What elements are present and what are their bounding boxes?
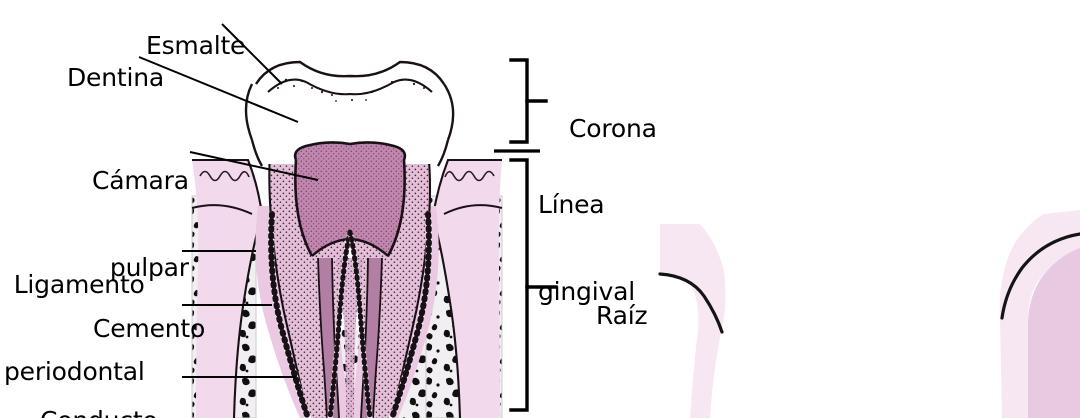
label-linea-gingival: Línea gingival bbox=[538, 132, 635, 364]
label-dentina-line-1: Dentina bbox=[67, 63, 164, 92]
label-camara-pulpar-line-2: pulpar bbox=[109, 253, 189, 282]
label-linea-gingival-line-2: gingival bbox=[538, 277, 635, 306]
bracket-corona bbox=[509, 58, 548, 144]
leader-lines bbox=[138, 23, 319, 378]
bracket-raiz bbox=[509, 158, 558, 412]
label-linea-gingival-line-1: Línea bbox=[538, 190, 605, 219]
label-cemento: Cemento bbox=[62, 285, 205, 372]
label-corona-line-1: Corona bbox=[569, 114, 657, 143]
label-ligamento-periodontal-line-1: Ligamento bbox=[13, 270, 145, 299]
leader-esmalte bbox=[221, 23, 283, 85]
label-dentina: Dentina bbox=[36, 34, 164, 121]
enamel bbox=[244, 60, 455, 167]
label-ligamento-periodontal-line-2: periodontal bbox=[4, 357, 145, 386]
label-esmalte-line-1: Esmalte bbox=[146, 31, 246, 60]
gingiva bbox=[191, 158, 503, 418]
leader-dentina bbox=[138, 56, 299, 123]
label-raiz-line-1: Raíz bbox=[596, 301, 648, 330]
label-conducto-radicular-line-1: Conducto bbox=[40, 406, 158, 418]
leader-camara-pulpar bbox=[189, 151, 319, 181]
label-cemento-line-1: Cemento bbox=[93, 314, 206, 343]
label-esmalte: Esmalte bbox=[115, 2, 245, 89]
label-raiz: Raíz bbox=[565, 272, 648, 359]
cementum bbox=[268, 211, 432, 418]
fragment-left bbox=[658, 224, 726, 418]
fragment-right bbox=[999, 210, 1080, 418]
label-corona: Corona bbox=[538, 85, 657, 172]
label-conducto-radicular: Conducto radicular bbox=[40, 348, 158, 418]
label-ligamento-periodontal: Ligamento periodontal bbox=[4, 212, 145, 418]
label-camara-pulpar-line-1: Cámara bbox=[92, 166, 189, 195]
label-camara-pulpar: Cámara pulpar bbox=[92, 108, 189, 340]
